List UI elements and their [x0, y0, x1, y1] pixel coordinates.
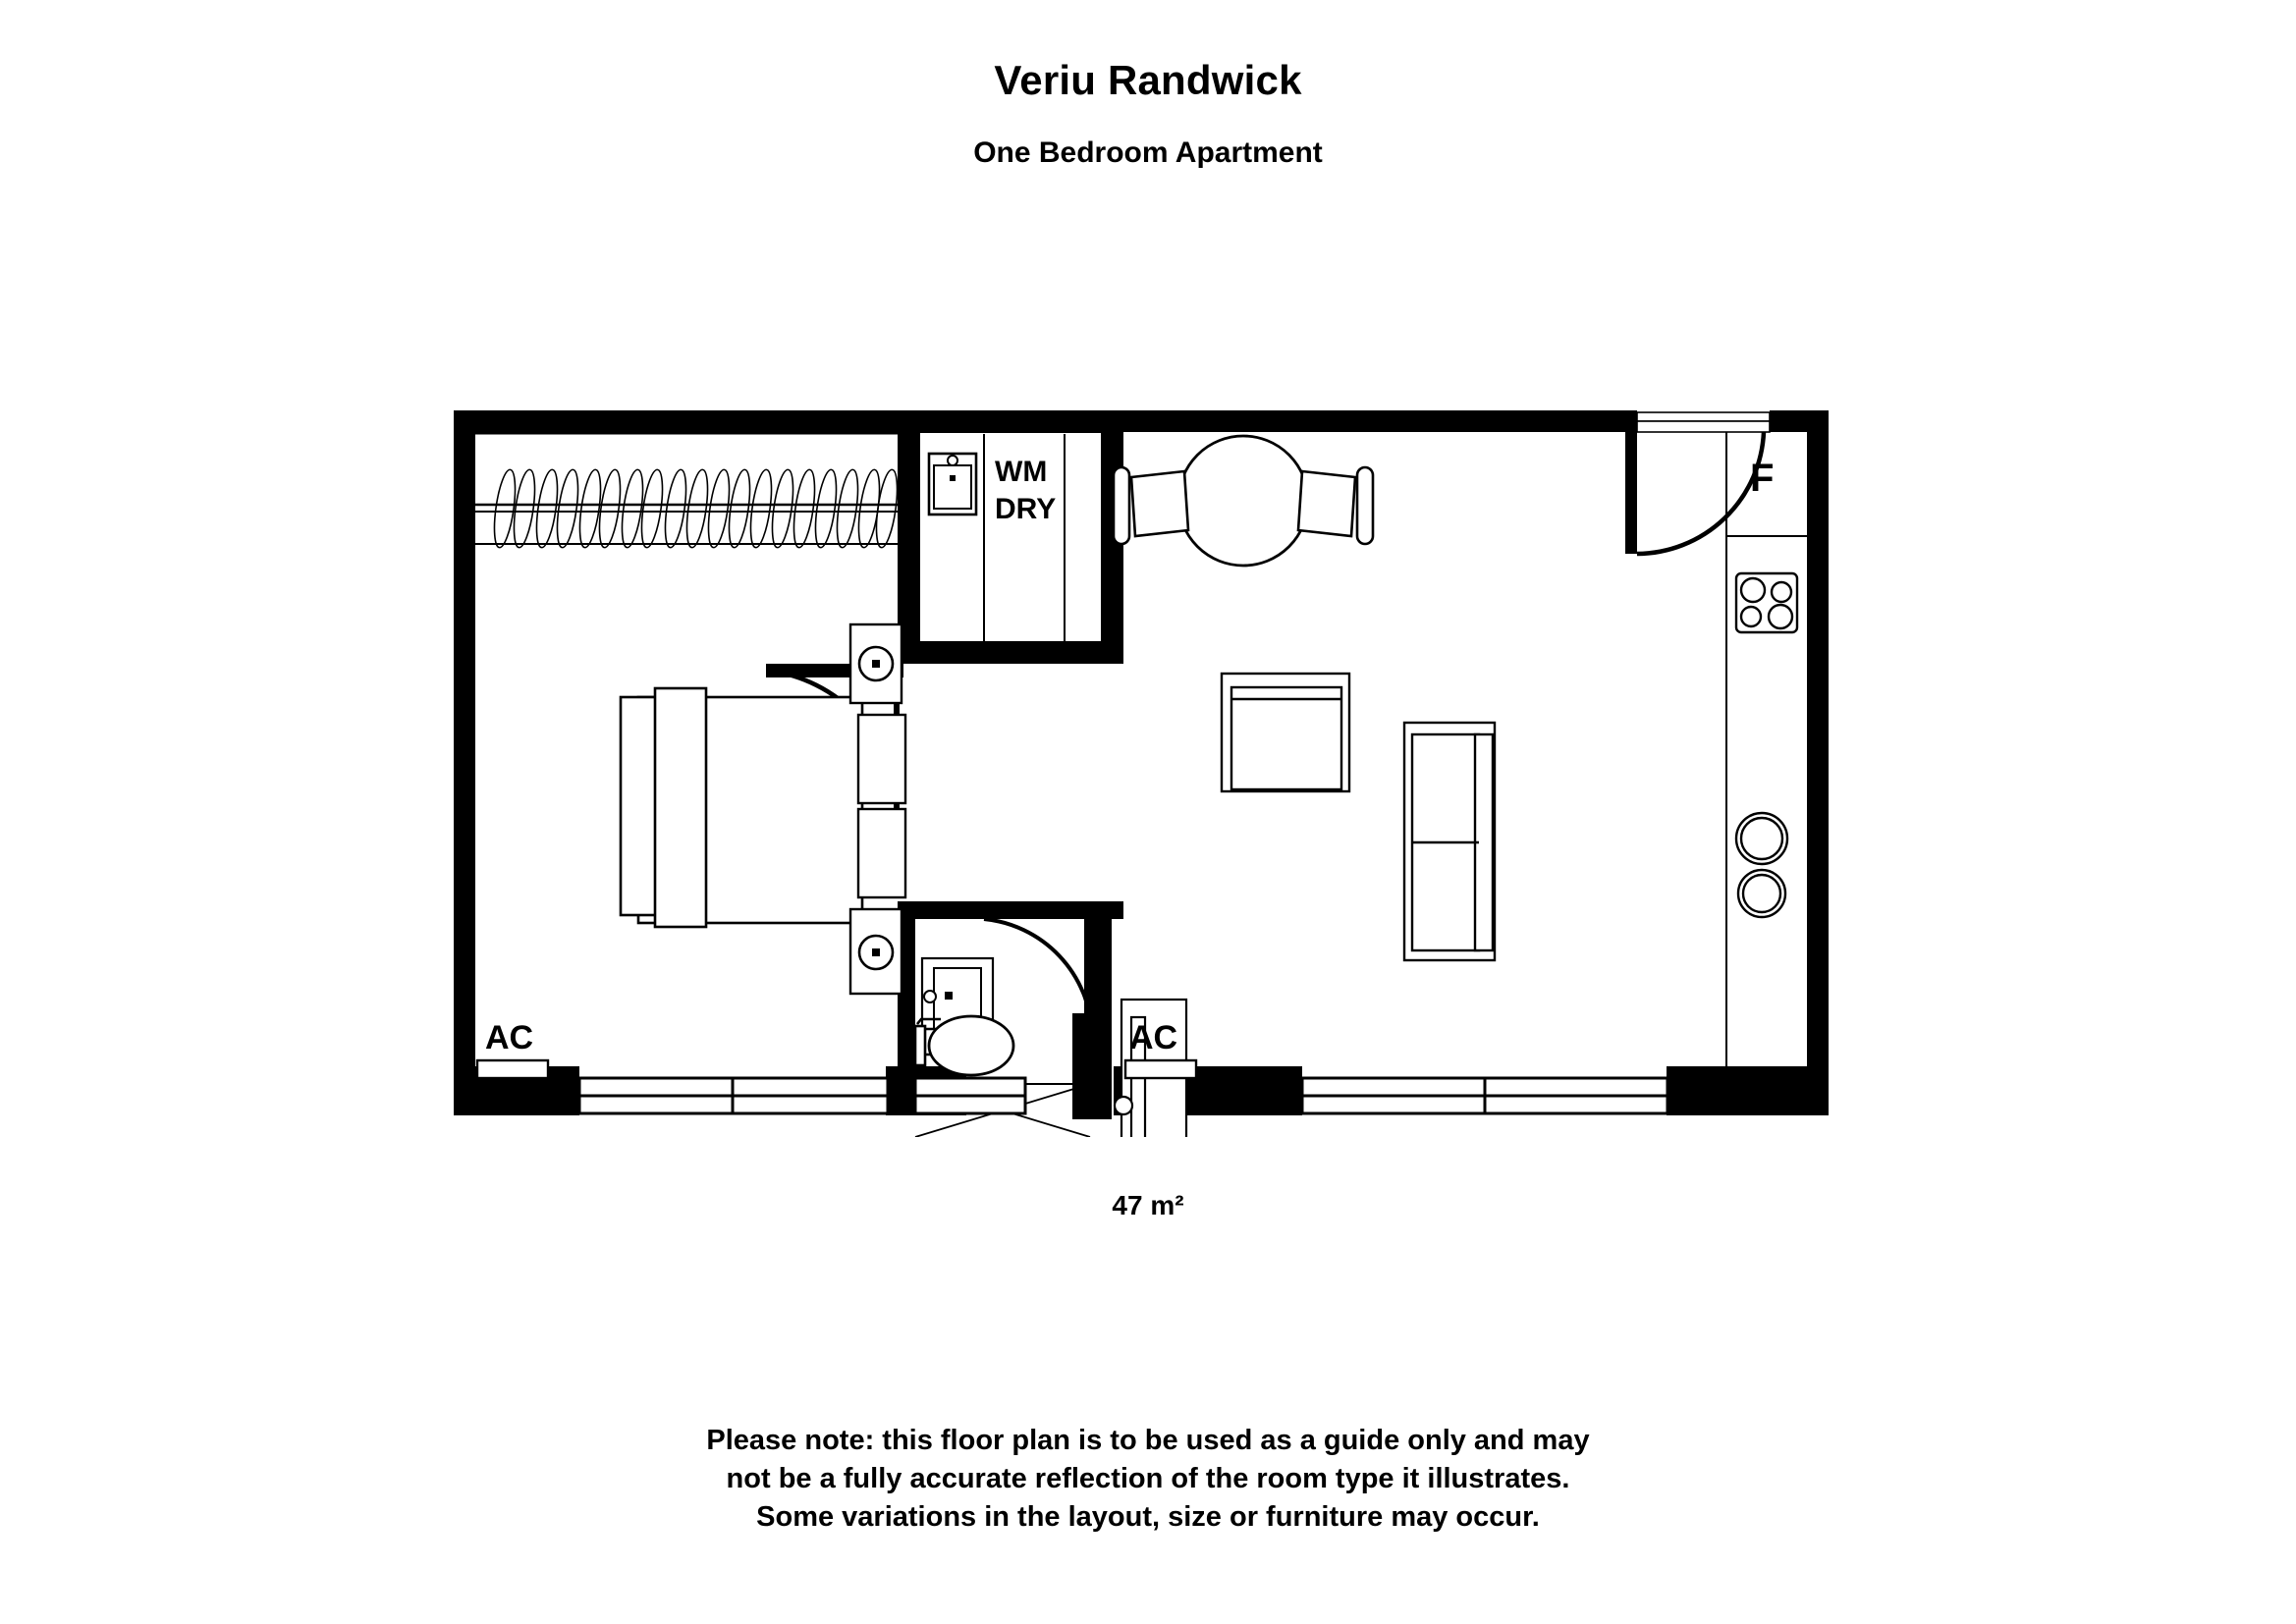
disclaimer-line-1: Please note: this floor plan is to be us… [706, 1425, 1590, 1456]
floor-plan-drawing: AC WM [454, 410, 1829, 1137]
ac-label-living: AC [1129, 1019, 1177, 1056]
laundry: WM DRY [918, 431, 1103, 643]
ac-unit-living [1123, 1058, 1198, 1080]
dining-chair-left [1112, 465, 1190, 546]
pillow-left [856, 713, 907, 805]
page-subtitle: One Bedroom Apartment [973, 136, 1323, 169]
dining-table-round [1176, 434, 1310, 568]
bathroom [913, 917, 1094, 1137]
washer-label: WM [995, 456, 1047, 488]
ac-unit-bedroom [475, 1058, 550, 1080]
kitchen: F [1725, 432, 1807, 1115]
entry-door[interactable] [1625, 411, 1771, 557]
disclaimer-line-2: not be a fully accurate reflection of th… [726, 1462, 1570, 1494]
bedside-lamp-top [857, 645, 895, 682]
tv-console [1220, 672, 1351, 793]
page-title: Veriu Randwick [994, 57, 1302, 103]
pillow-right [856, 807, 907, 899]
bedroom-window [577, 1076, 890, 1115]
bedside-lamp-bottom [857, 934, 895, 971]
sink-bowl-upper [1734, 811, 1789, 866]
sofa-two-seat [1402, 721, 1497, 962]
wardrobe-rail-with-hangers [475, 432, 899, 549]
cooktop-four-burner [1734, 571, 1799, 634]
bedroom: AC [475, 432, 907, 1115]
toilet [913, 1014, 1015, 1077]
floor-area-label: 47 m² [1112, 1190, 1184, 1220]
disclaimer-line-3: Some variations in the layout, size or f… [756, 1500, 1540, 1533]
living-dining: AC [1112, 411, 1771, 1115]
dryer-label: DRY [995, 493, 1056, 525]
disclaimer-note: Please note: this floor plan is to be us… [0, 1422, 2296, 1537]
bed-queen [619, 686, 864, 929]
dining-chair-right [1296, 465, 1375, 546]
laundry-sink [927, 452, 978, 516]
fridge-label: F [1750, 457, 1774, 500]
living-sliding-door[interactable] [1300, 1076, 1669, 1115]
interior-walls [766, 432, 1123, 1119]
ac-label-bedroom: AC [485, 1019, 533, 1056]
sink-bowl-lower [1736, 868, 1787, 919]
bathroom-window [913, 1076, 1027, 1115]
bathroom-door[interactable] [983, 917, 1094, 1035]
